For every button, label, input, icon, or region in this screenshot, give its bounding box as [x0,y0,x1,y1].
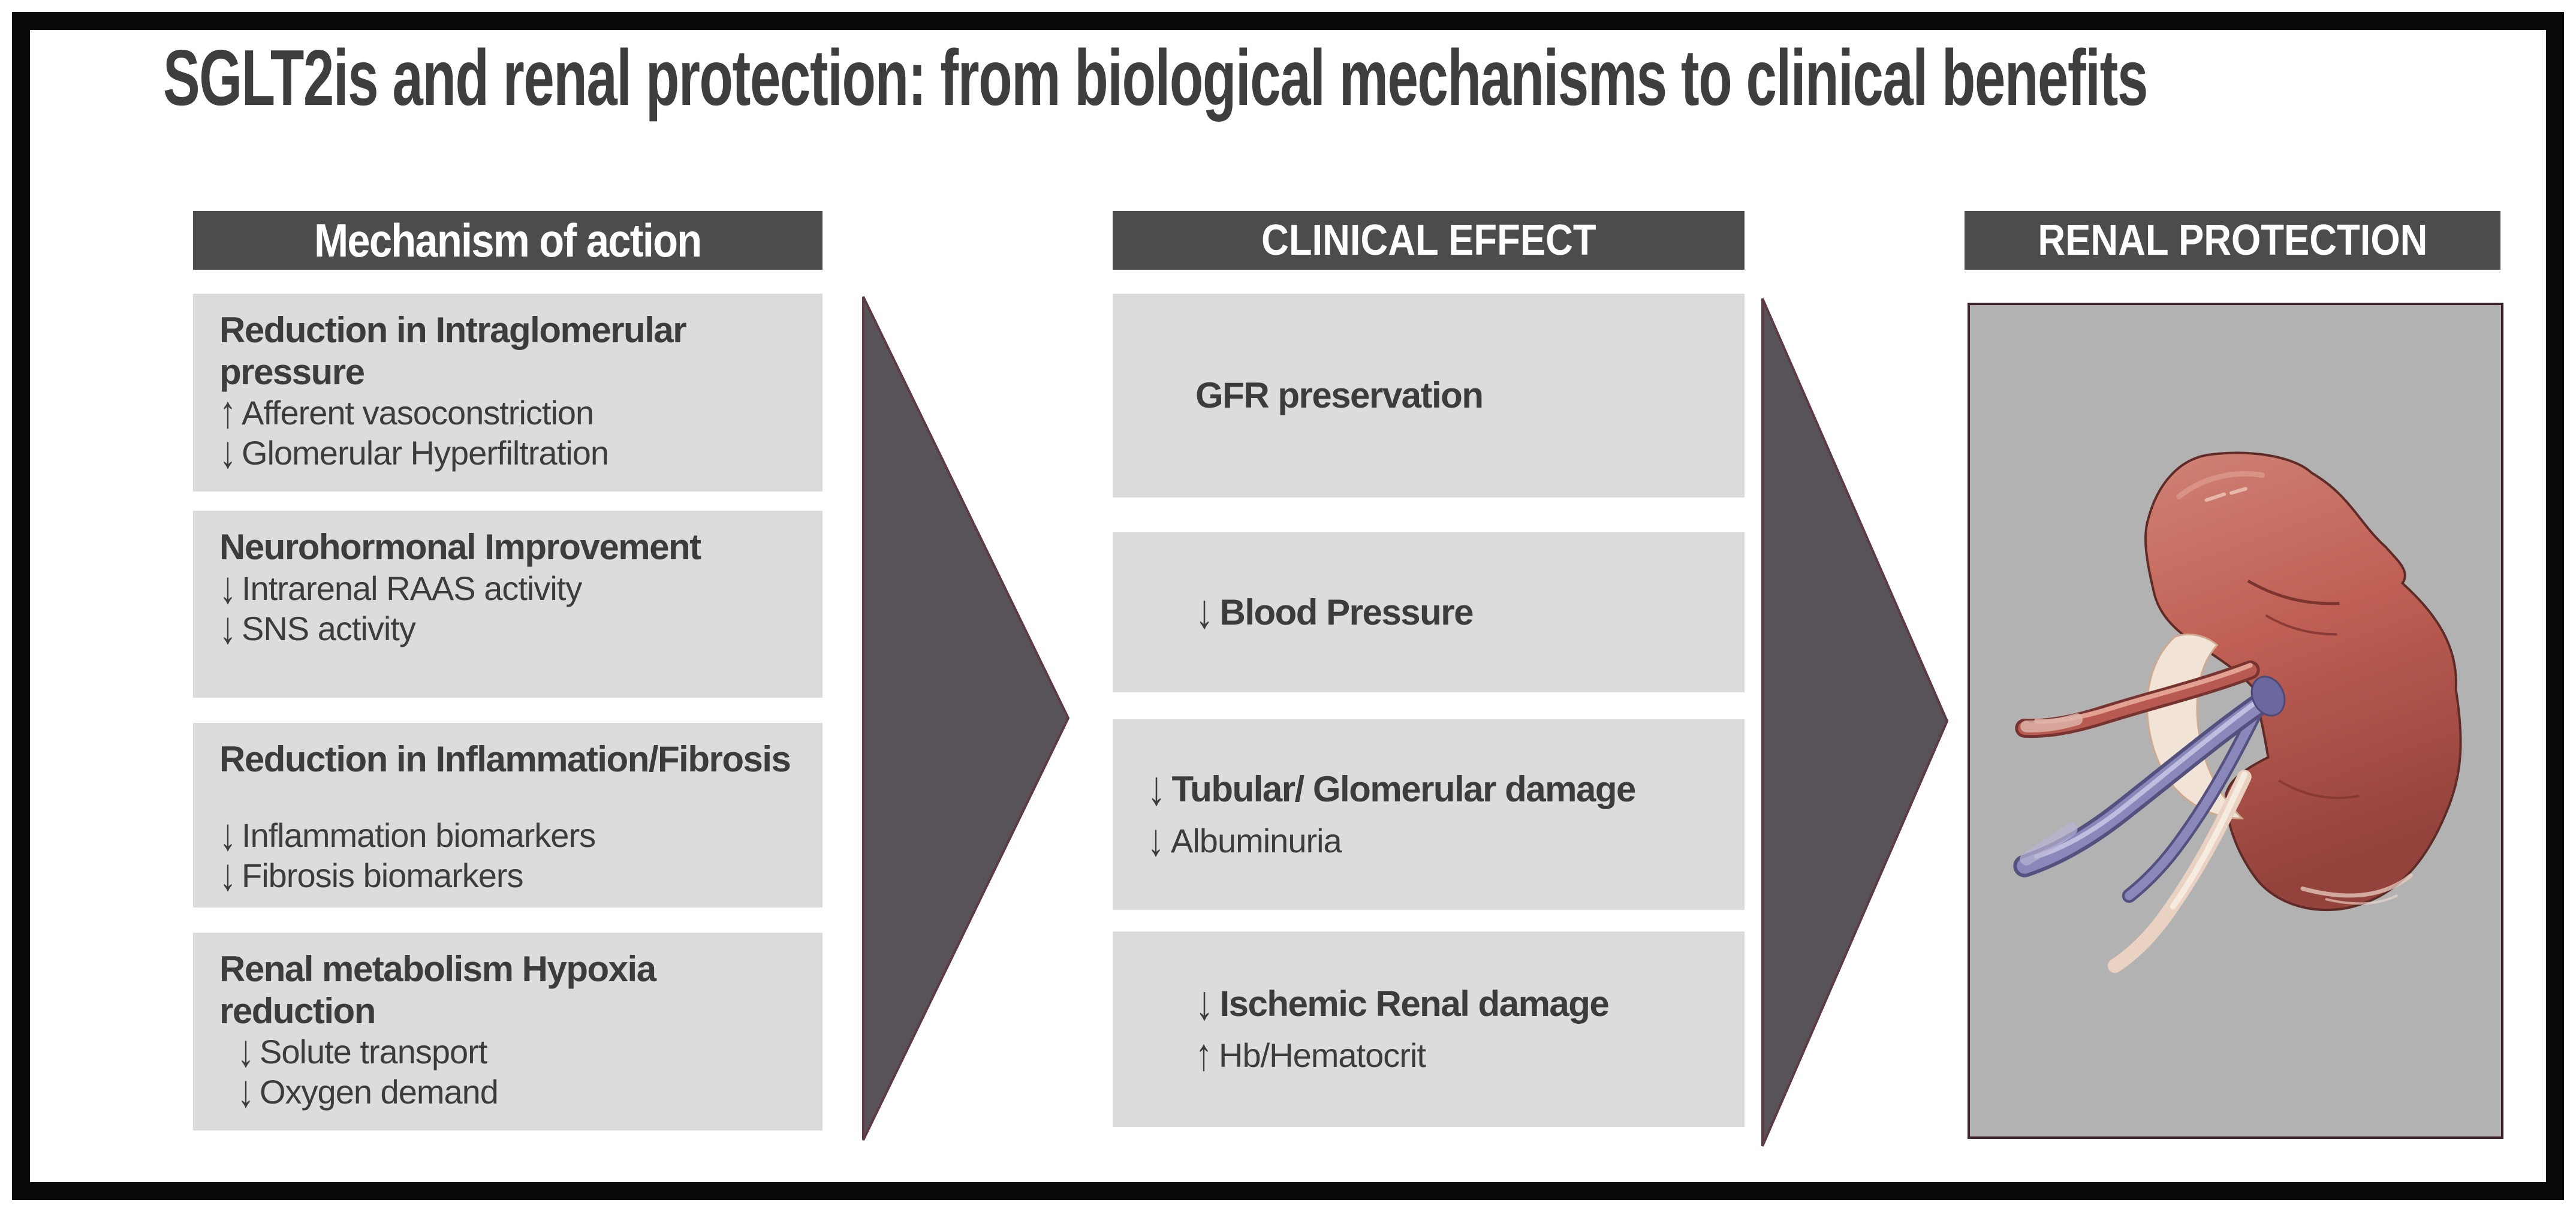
box-items: ↑Afferent vasoconstriction ↓Glomerular H… [219,386,805,477]
header-mechanism-label: Mechanism of action [314,213,702,267]
clinical-box-gfr: GFR preservation [1113,294,1745,498]
clinical-line: ↓Albuminuria [1113,817,1745,863]
hilum-vessel-knot [2250,676,2286,717]
clinical-line: GFR preservation [1113,378,1745,414]
item-text: Glomerular Hyperfiltration [242,434,609,472]
kidney-gloss [2300,873,2413,898]
clinical-text: GFR preservation [1195,375,1484,415]
renal-vein-highlight [2034,692,2268,859]
flow-arrow-clinical-to-renal [1761,298,1949,1147]
renal-vein-branch [2125,711,2259,900]
box-title: Reduction in Inflammation/Fibrosis [219,739,791,779]
clinical-text: Albuminuria [1171,822,1342,860]
list-item: ↓Inflammation biomarkers [219,809,805,860]
down-arrow-icon: ↓ [237,1065,254,1117]
clinical-text: Tubular/ Glomerular damage [1171,769,1637,809]
kidney-crease [2278,779,2360,800]
mechanism-box-inflammation-fibrosis: Reduction in Inflammation/Fibrosis ↓Infl… [193,723,822,908]
header-clinical-label: CLINICAL EFFECT [1261,216,1596,264]
list-item: ↓Intrarenal RAAS activity [219,562,805,613]
item-text: SNS activity [242,609,416,647]
clinical-box-blood-pressure: ↓Blood Pressure [1113,532,1745,692]
down-arrow-icon: ↓ [1195,583,1213,638]
list-item: ↓Solute transport [237,1025,805,1076]
item-text: Afferent vasoconstriction [242,394,594,432]
clinical-box-ischemic-damage: ↓Ischemic Renal damage ↑Hb/Hematocrit [1113,931,1745,1127]
box-title: Neurohormonal Improvement [219,527,701,567]
right-arrow-icon [1761,298,1949,1147]
clinical-line: ↑Hb/Hematocrit [1113,1032,1745,1077]
down-arrow-icon: ↓ [219,561,236,613]
down-arrow-icon: ↓ [237,1025,254,1077]
mechanism-box-intraglomerular: Reduction in Intraglomerular pressure ↑A… [193,294,822,492]
box-title: Reduction in Intraglomerular [219,310,687,350]
kidney-highlight [2176,471,2265,499]
clinical-line: ↓Ischemic Renal damage [1113,978,1745,1027]
kidney-body [2144,451,2462,912]
clinical-text: Ischemic Renal damage [1219,984,1610,1024]
clinical-line: ↓Tubular/ Glomerular damage [1113,764,1745,812]
header-renal-label: RENAL PROTECTION [2037,216,2428,264]
down-arrow-icon: ↓ [219,848,236,900]
list-item: ↓SNS activity [219,602,805,653]
down-arrow-icon: ↓ [219,808,236,860]
ureter-highlight [2170,771,2247,910]
box-items: ↓Intrarenal RAAS activity ↓SNS activity [219,562,805,653]
box-title: Renal metabolism Hypoxia [219,949,656,989]
kidney-crease [2247,579,2340,605]
renal-vein-fade [2020,822,2078,866]
up-arrow-icon: ↑ [1195,1029,1212,1080]
list-item: ↓Oxygen demand [237,1065,805,1116]
down-arrow-icon: ↓ [219,426,236,478]
box-title-line2: reduction [219,990,376,1031]
up-arrow-icon: ↑ [219,386,236,438]
down-arrow-icon: ↓ [1147,814,1164,866]
item-text: Solute transport [260,1033,487,1071]
clinical-line: ↓Blood Pressure [1113,587,1745,635]
clinical-text: Hb/Hematocrit [1219,1036,1426,1074]
down-arrow-icon: ↓ [1195,975,1213,1030]
down-arrow-icon: ↓ [219,601,236,653]
right-arrow-icon [862,296,1070,1141]
renal-protection-panel [1968,303,2503,1139]
box-items: ↓Inflammation biomarkers ↓Fibrosis bioma… [219,809,805,900]
box-title-line2: pressure [219,351,365,392]
renal-artery-fade [2020,713,2083,732]
kidney-crease [2265,614,2337,636]
list-item: ↓Glomerular Hyperfiltration [219,426,805,477]
kidney-gloss [2325,894,2398,905]
header-clinical-effect: CLINICAL EFFECT [1113,211,1745,270]
figure-title: SGLT2is and renal protection: from biolo… [163,34,2148,122]
kidney-illustration [2013,451,2462,973]
mechanism-box-neurohormonal: Neurohormonal Improvement ↓Intrarenal RA… [193,511,822,698]
clinical-box-tubular-damage: ↓Tubular/ Glomerular damage ↓Albuminuria [1113,719,1745,910]
down-arrow-icon: ↓ [1147,761,1165,815]
item-text: Inflammation biomarkers [242,816,596,854]
header-renal-protection: RENAL PROTECTION [1965,211,2500,270]
flow-arrow-mechanism-to-clinical [862,296,1070,1141]
kidney-glint [2204,487,2247,502]
item-text: Oxygen demand [260,1073,499,1111]
list-item: ↓Fibrosis biomarkers [219,849,805,900]
item-text: Fibrosis biomarkers [242,856,524,894]
mechanism-box-renal-metabolism: Renal metabolism Hypoxia reduction ↓Solu… [193,933,822,1130]
header-mechanism-of-action: Mechanism of action [193,211,822,270]
list-item: ↑Afferent vasoconstriction [219,386,805,437]
item-text: Intrarenal RAAS activity [242,569,582,607]
box-items: ↓Solute transport ↓Oxygen demand [219,1025,805,1116]
clinical-text: Blood Pressure [1219,592,1474,632]
